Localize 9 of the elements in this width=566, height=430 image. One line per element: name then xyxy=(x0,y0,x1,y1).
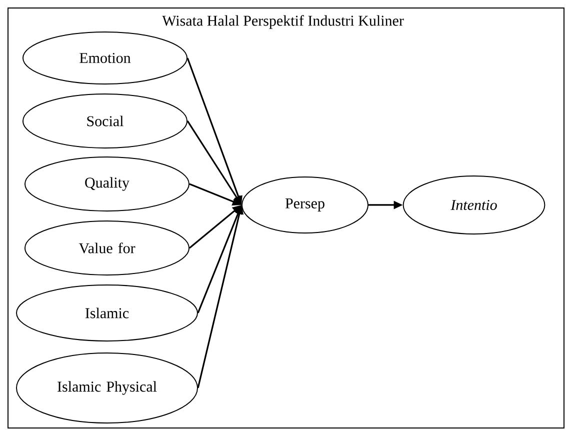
ellipse-node: Persep xyxy=(242,176,368,234)
title: Wisata Halal Perspektif Industri Kuliner xyxy=(162,15,404,29)
ellipse-node: Value for xyxy=(24,220,190,276)
ellipse-node: Islamic xyxy=(16,284,198,342)
ellipse-node: Emotion xyxy=(22,32,188,84)
ellipse-node: Intentio xyxy=(402,176,546,234)
ellipse-node: Islamic Physical xyxy=(16,352,198,424)
ellipse-node: Quality xyxy=(24,156,190,212)
ellipse-node: Social xyxy=(22,94,188,148)
